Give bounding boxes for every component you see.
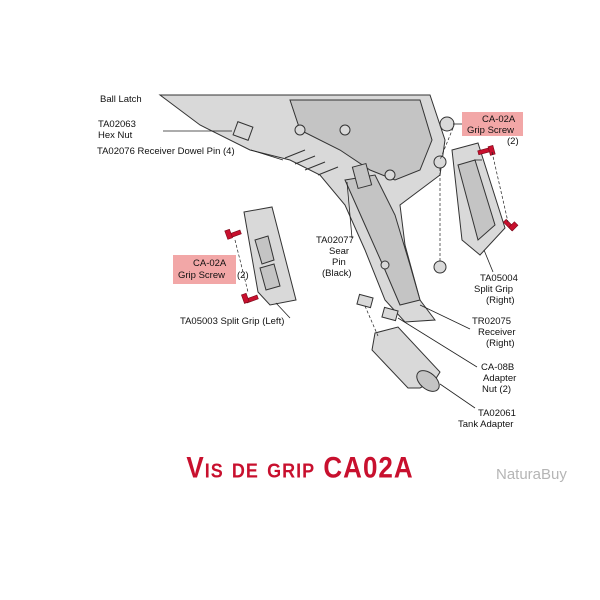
label-grip-screw-right-name: Grip Screw — [467, 125, 514, 136]
label-sear-pin-l3: (Black) — [322, 268, 352, 279]
label-grip-screw-left-qty: (2) — [237, 270, 249, 281]
label-split-grip-right-l2: (Right) — [486, 295, 515, 306]
label-adapter-nut-l2: Nut (2) — [482, 384, 511, 395]
label-tank-adapter-code: TA02061 — [478, 408, 516, 419]
grip-screw-icon — [477, 144, 496, 156]
label-dowel-pin: TA02076 Receiver Dowel Pin (4) — [97, 146, 235, 157]
leader-lines — [163, 123, 509, 409]
label-grip-screw-left-name: Grip Screw — [178, 270, 225, 281]
split-grip-left — [243, 206, 297, 306]
label-grip-screw-right-code: CA-02A — [482, 114, 516, 125]
label-hex-nut-code: TA02063 — [98, 119, 136, 130]
grip-screw-icon — [224, 228, 242, 240]
label-sear-pin-l1: Sear — [329, 246, 349, 257]
grip-screw-left-highlight — [173, 255, 236, 284]
label-hex-nut-name: Hex Nut — [98, 130, 133, 141]
grip-screw-right-highlight — [462, 112, 523, 136]
dowel-pins — [284, 149, 339, 176]
label-tank-adapter-name: Tank Adapter — [458, 419, 513, 430]
naturabuy-watermark: NaturaBuy — [496, 466, 567, 483]
label-grip-screw-left-code: CA-02A — [193, 258, 227, 269]
grip-screw-icon — [502, 218, 519, 232]
label-receiver-l1: Receiver — [478, 327, 516, 338]
label-split-grip-right-code: TA05004 — [480, 273, 518, 284]
grip-screws — [224, 144, 519, 304]
label-ball-latch: Ball Latch — [100, 94, 142, 105]
receiver-body — [158, 94, 446, 323]
label-adapter-nut-code: CA-08B — [481, 362, 514, 373]
label-split-grip-left: TA05003 Split Grip (Left) — [180, 316, 284, 327]
label-sear-pin-code: TA02077 — [316, 235, 354, 246]
label-adapter-nut-l1: Adapter — [483, 373, 516, 384]
split-grip-right — [451, 142, 506, 256]
tank-adapter-part — [371, 326, 441, 392]
label-sear-pin-l2: Pin — [332, 257, 346, 268]
label-grip-screw-right-qty: (2) — [507, 136, 519, 147]
label-split-grip-right-l1: Split Grip — [474, 284, 513, 295]
label-receiver-l2: (Right) — [486, 338, 515, 349]
product-caption: Vis de grip CA02A — [186, 449, 414, 485]
label-receiver-code: TR02075 — [472, 316, 511, 327]
grip-screw-icon — [241, 292, 259, 304]
hex-nut-parts — [232, 116, 455, 322]
